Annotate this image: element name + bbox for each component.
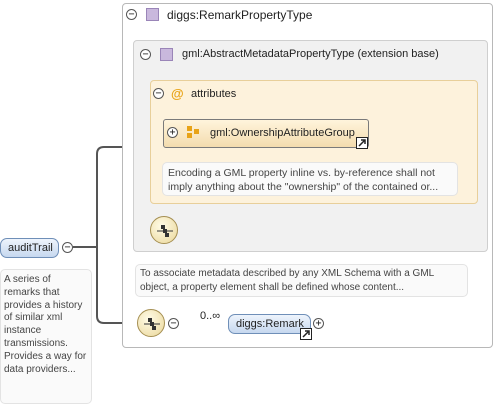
occurrence-label: 0..∞: [200, 310, 221, 322]
attributes-title: attributes: [191, 88, 237, 100]
collapse-toggle-icon[interactable]: −: [168, 318, 179, 329]
sequence-icon[interactable]: [137, 309, 165, 337]
attribute-group-label: gml:OwnershipAttributeGroup: [210, 127, 355, 139]
collapse-toggle-icon[interactable]: −: [153, 88, 164, 99]
complex-type-icon: [146, 8, 159, 21]
reference-arrow-icon: [300, 328, 312, 340]
attribute-group-icon: [187, 126, 199, 138]
collapse-toggle-icon[interactable]: −: [140, 49, 151, 60]
child-element-node[interactable]: diggs:Remark: [228, 314, 311, 334]
extension-base-title: gml:AbstractMetadataPropertyType (extens…: [182, 48, 439, 60]
attribute-symbol-icon: @: [171, 86, 184, 101]
complex-type-title: diggs:RemarkPropertyType: [167, 8, 313, 22]
expand-toggle-icon[interactable]: +: [313, 318, 324, 329]
expand-toggle-icon[interactable]: +: [167, 127, 178, 138]
root-element-documentation: A series of remarks that provides a hist…: [0, 269, 92, 404]
root-element-node[interactable]: auditTrail: [0, 238, 59, 258]
attribute-group-documentation: Encoding a GML property inline vs. by-re…: [162, 162, 458, 196]
collapse-toggle-icon[interactable]: −: [126, 9, 137, 20]
complex-type-documentation: To associate metadata described by any X…: [135, 264, 468, 297]
reference-arrow-icon: [356, 137, 368, 149]
collapse-toggle-icon[interactable]: −: [62, 242, 73, 253]
sequence-icon[interactable]: [150, 216, 178, 244]
complex-type-icon: [160, 48, 173, 61]
